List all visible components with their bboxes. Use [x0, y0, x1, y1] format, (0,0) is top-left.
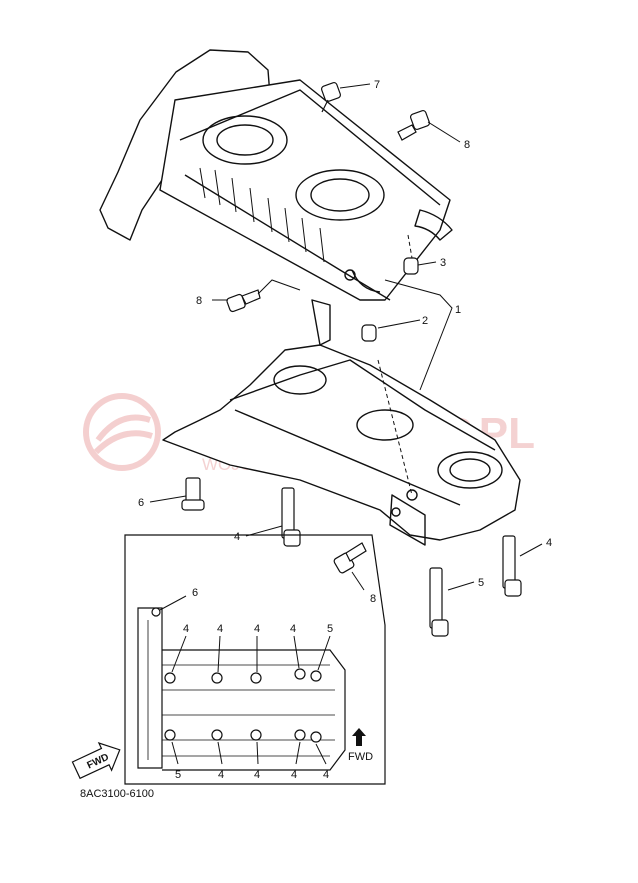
inset-callout-4: 4 [254, 769, 260, 781]
callout-8-top: 8 [464, 139, 470, 151]
bolt-7 [320, 81, 342, 113]
callouts: 7 8 3 8 2 1 6 4 8 5 4 [138, 79, 552, 605]
inset-callout-5: 5 [327, 623, 333, 635]
up-arrow-icon [352, 728, 366, 746]
callout-5: 5 [478, 577, 484, 589]
lower-crankcase [162, 299, 521, 546]
inset-callout-4: 4 [323, 769, 329, 781]
bolt-4-center [281, 487, 301, 547]
inset-callout-6: 6 [192, 587, 198, 599]
bolt-4-right [502, 535, 522, 597]
bolt-8-top [397, 109, 431, 141]
callout-4-center: 4 [234, 531, 240, 543]
inset-callout-4: 4 [183, 623, 189, 635]
callout-1: 1 [455, 304, 461, 316]
inset-callout-5: 5 [175, 769, 181, 781]
callout-3: 3 [440, 257, 446, 269]
inset-callout-4: 4 [218, 769, 224, 781]
leader-lines [149, 83, 543, 591]
callout-4-right: 4 [546, 537, 552, 549]
part-code: 8AC3100-6100 [80, 788, 154, 800]
watermark-logo [83, 393, 161, 471]
callout-8-left: 8 [196, 295, 202, 307]
inset-callout-4: 4 [291, 769, 297, 781]
inset-leader-lines [159, 595, 331, 765]
inset-callout-4: 4 [290, 623, 296, 635]
dowel-pin-2 [361, 324, 377, 342]
fwd-arrow-icon [71, 742, 121, 780]
dowel-pin-3 [403, 257, 419, 275]
inset-fwd-indicator: FWD [348, 728, 373, 763]
upper-crankcase [99, 49, 453, 301]
inset-bolt-holes [151, 607, 322, 743]
callout-2: 2 [422, 315, 428, 327]
inset-view: 6 4 4 4 4 5 5 4 4 4 4 FWD [124, 534, 386, 785]
callout-6: 6 [138, 497, 144, 509]
inset-crankcase-bottom [137, 607, 346, 771]
inset-callout-4: 4 [217, 623, 223, 635]
inset-fwd-label: FWD [348, 751, 373, 763]
callout-8-bottom: 8 [370, 593, 376, 605]
bolt-6 [181, 477, 205, 511]
fwd-arrow: FWD [71, 742, 121, 780]
inset-callout-4: 4 [254, 623, 260, 635]
bolt-8-bottom [333, 542, 367, 574]
callout-7: 7 [374, 79, 380, 91]
bolt-8-left [226, 289, 261, 313]
bolt-5-right [429, 567, 449, 637]
inset-callouts: 6 4 4 4 4 5 5 4 4 4 4 [175, 587, 333, 781]
